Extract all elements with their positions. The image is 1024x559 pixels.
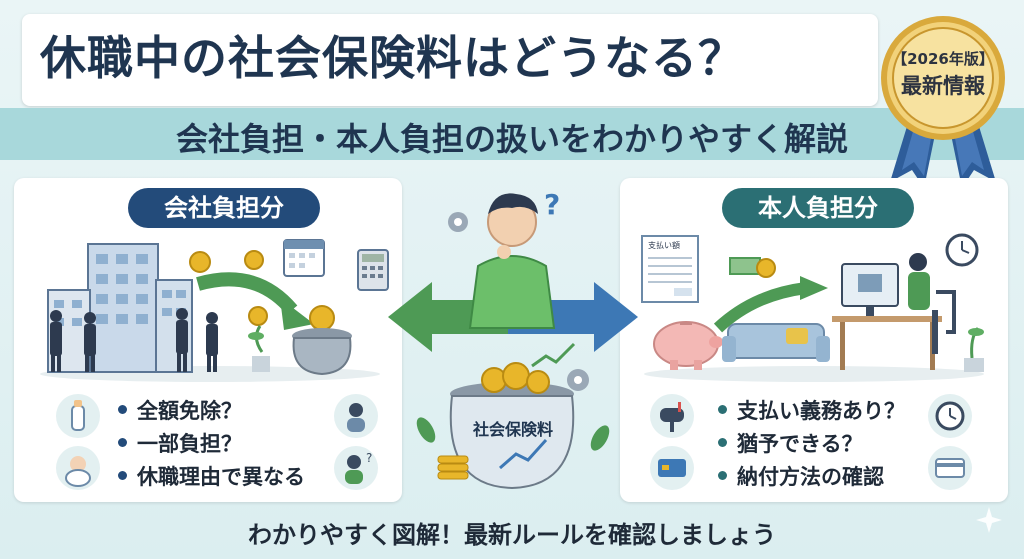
subtitle-band bbox=[0, 108, 1024, 160]
list-item: 猶予できる？ bbox=[718, 426, 905, 459]
thinking-person-icon bbox=[468, 193, 556, 329]
bullet-icon bbox=[718, 438, 727, 447]
office-building-icon bbox=[47, 243, 193, 373]
social-insurance-pot-icon bbox=[449, 362, 575, 490]
svg-text:?: ? bbox=[366, 451, 372, 465]
pot-label: 社会保険料 bbox=[472, 420, 553, 439]
clock-icon bbox=[945, 233, 979, 267]
company-panel-heading: 会社負担分 bbox=[128, 188, 320, 228]
computer-monitor-icon bbox=[841, 263, 899, 316]
bullet-icon bbox=[118, 471, 127, 480]
plant-icon bbox=[416, 417, 610, 451]
badge-year: 【2026年版】 bbox=[892, 50, 994, 68]
company-item-list: 全額免除？ 一部負担？ 休職理由で異なる bbox=[118, 393, 305, 492]
money-pot-icon bbox=[292, 328, 352, 376]
baby-icon bbox=[56, 446, 100, 490]
invoice-icon: 支払い額 bbox=[641, 235, 699, 303]
calendar-icon bbox=[283, 239, 325, 277]
list-item: 一部負担？ bbox=[118, 426, 305, 459]
plant-icon bbox=[248, 325, 270, 372]
list-item: 納付方法の確認 bbox=[718, 459, 905, 492]
personal-scene: 支払い額 bbox=[641, 233, 984, 382]
bullet-icon bbox=[118, 405, 127, 414]
sparkle-icon bbox=[976, 507, 1002, 533]
company-scene bbox=[40, 239, 389, 382]
bank-card-icon bbox=[928, 446, 972, 490]
personal-panel-heading: 本人負担分 bbox=[722, 188, 914, 228]
sofa-icon bbox=[722, 323, 830, 362]
gear-icon bbox=[448, 212, 589, 391]
plant-icon bbox=[964, 327, 984, 372]
trend-chart-icon bbox=[531, 342, 576, 368]
medal-badge-icon bbox=[881, 16, 1005, 188]
mailbox-icon bbox=[650, 394, 694, 438]
baby-bottle-icon bbox=[56, 394, 100, 438]
piggy-bank-icon bbox=[653, 321, 723, 370]
list-item: 全額免除？ bbox=[118, 393, 305, 426]
question-mark-icon: ? bbox=[544, 188, 560, 221]
coin-icon bbox=[189, 250, 335, 331]
title-box bbox=[22, 14, 878, 106]
calculator-icon bbox=[357, 249, 389, 291]
bullet-icon bbox=[718, 405, 727, 414]
coin-icon bbox=[756, 258, 776, 278]
badge-label: 最新情報 bbox=[901, 74, 985, 98]
list-item: 休職理由で異なる bbox=[118, 459, 305, 492]
svg-text:支払い額: 支払い額 bbox=[648, 240, 680, 250]
credit-card-icon bbox=[650, 446, 694, 490]
center-illustration: ? bbox=[388, 188, 638, 490]
list-item: 支払い義務あり？ bbox=[718, 393, 905, 426]
bullet-icon bbox=[118, 438, 127, 447]
coin-stack-icon bbox=[437, 455, 469, 480]
mother-icon bbox=[334, 394, 378, 438]
injured-person-icon: ? bbox=[334, 446, 378, 490]
personal-item-list: 支払い義務あり？ 猶予できる？ 納付方法の確認 bbox=[718, 393, 905, 492]
clock-icon bbox=[928, 394, 972, 438]
page-subtitle: 会社負担・本人負担の扱いをわかりやすく解説 bbox=[175, 120, 848, 158]
page-title: 休職中の社会保険料はどうなる？ bbox=[40, 31, 745, 85]
bullet-icon bbox=[718, 471, 727, 480]
footer-text: わかりやすく図解！最新ルールを確認しましょう bbox=[248, 521, 776, 549]
banknote-icon bbox=[729, 257, 761, 275]
person-at-desk-icon bbox=[908, 253, 956, 354]
